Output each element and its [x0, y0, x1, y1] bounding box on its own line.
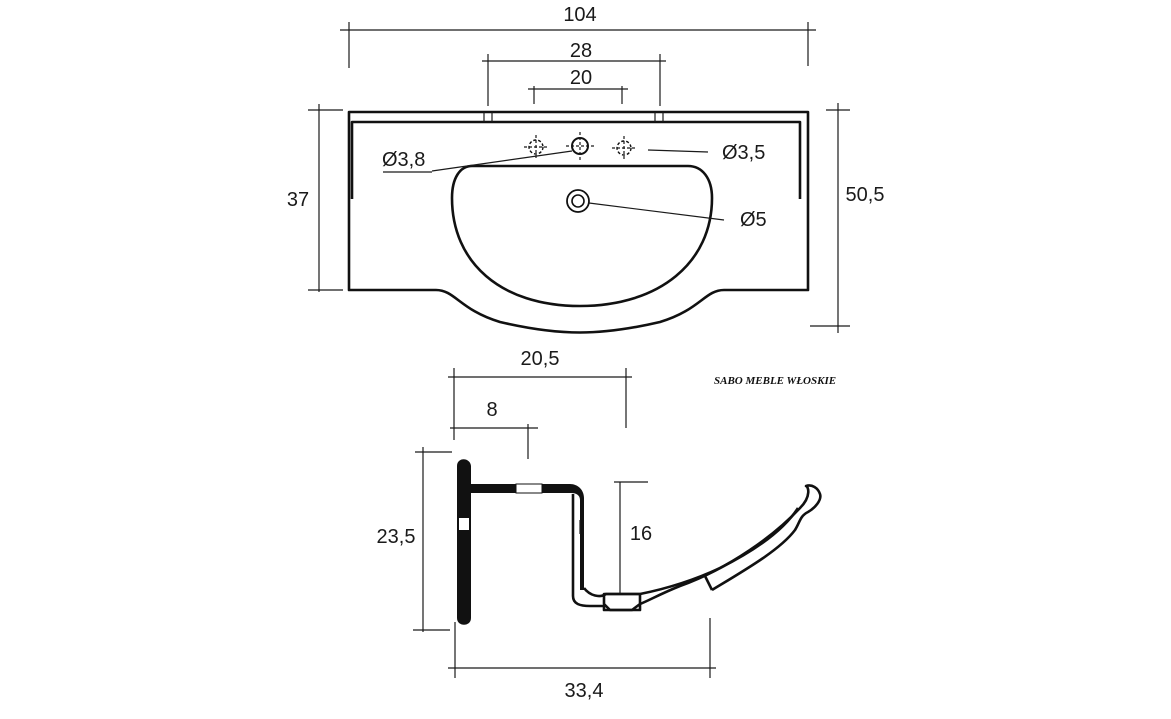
callout-side-hole-label: Ø3,5: [722, 142, 765, 164]
dim-back-to-deck-label: 8: [486, 399, 497, 421]
dim-tap-inner-label: 20: [570, 67, 592, 89]
dim-total-depth-label: 50,5: [846, 184, 885, 206]
dim-tap-span: 28: [482, 40, 666, 106]
dim-depth-label: 37: [287, 189, 309, 211]
tap-hole-center-icon: [566, 132, 594, 160]
tap-holes: [524, 132, 636, 213]
brand-label: SABO MEBLE WŁOSKIE: [714, 375, 836, 387]
dim-overall-width: 104: [340, 4, 816, 68]
dim-back-to-bowl: 20,5: [448, 348, 632, 440]
callout-drain: Ø5: [588, 202, 767, 231]
dim-height-label: 23,5: [377, 526, 416, 548]
dim-bowl-depth: 16: [614, 481, 652, 593]
dim-bowl-depth-label: 16: [630, 523, 652, 545]
dim-tap-span-label: 28: [570, 40, 592, 62]
side-view: 20,5 8 23,5 16 33,4: [377, 348, 822, 702]
dim-tap-inner: 20: [528, 67, 628, 104]
callout-tap-hole: Ø3,8: [382, 149, 573, 173]
dim-overall-width-label: 104: [563, 4, 596, 26]
callout-drain-label: Ø5: [740, 209, 767, 231]
callout-tap-hole-label: Ø3,8: [382, 149, 425, 171]
top-view: 104 28 20 37 50,5: [287, 4, 884, 334]
basin-section: [457, 459, 822, 625]
dim-back-to-bowl-label: 20,5: [521, 348, 560, 370]
dim-overall-depth-label: 33,4: [565, 680, 604, 702]
tap-hole-right-icon: [612, 136, 636, 160]
basin-top-outline: [347, 110, 810, 334]
dim-back-to-deck: 8: [450, 399, 538, 459]
dim-total-depth: 50,5: [810, 103, 884, 333]
dim-height: 23,5: [377, 447, 452, 632]
deck-section: [471, 484, 584, 590]
tap-hole-left-icon: [524, 135, 548, 159]
drain-hole-icon: [566, 189, 590, 213]
dim-depth: 37: [287, 104, 343, 292]
back-wall-section: [457, 459, 471, 625]
dim-overall-depth: 33,4: [448, 618, 716, 702]
callout-side-hole: Ø3,5: [647, 142, 765, 164]
